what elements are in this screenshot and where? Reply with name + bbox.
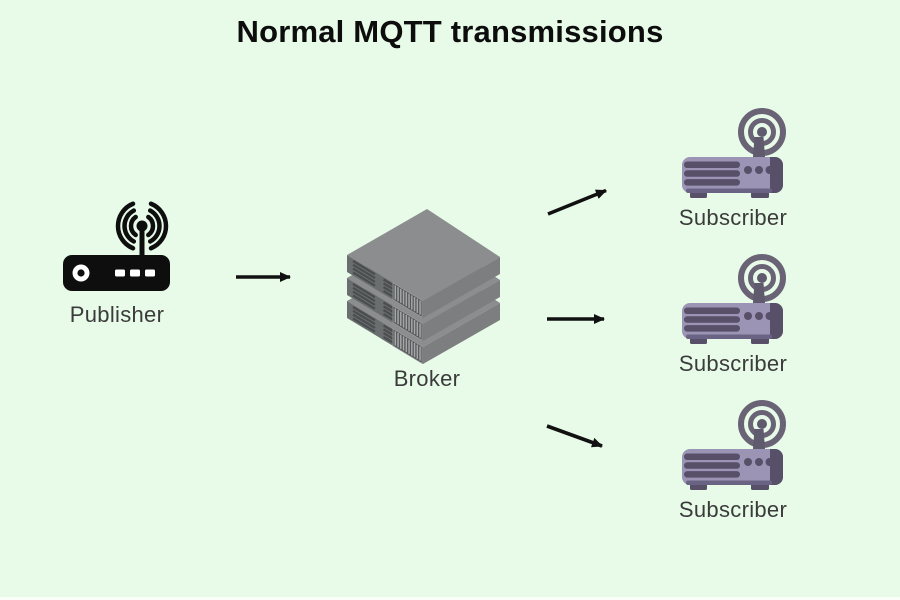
bottom-edge-strip [0, 597, 900, 600]
subscriber-2-label: Subscriber [678, 351, 788, 376]
diagram-title: Normal MQTT transmissions [236, 14, 664, 49]
wifi-router-icon [63, 201, 170, 291]
arrow-broker-to-subscriber-3 [546, 424, 603, 448]
subscriber-3-label: Subscriber [678, 497, 788, 522]
broker-label: Broker [393, 366, 461, 391]
arrow-broker-to-subscriber-1 [547, 188, 607, 216]
subscriber-1-label: Subscriber [678, 205, 788, 230]
publisher-label: Publisher [69, 302, 165, 327]
